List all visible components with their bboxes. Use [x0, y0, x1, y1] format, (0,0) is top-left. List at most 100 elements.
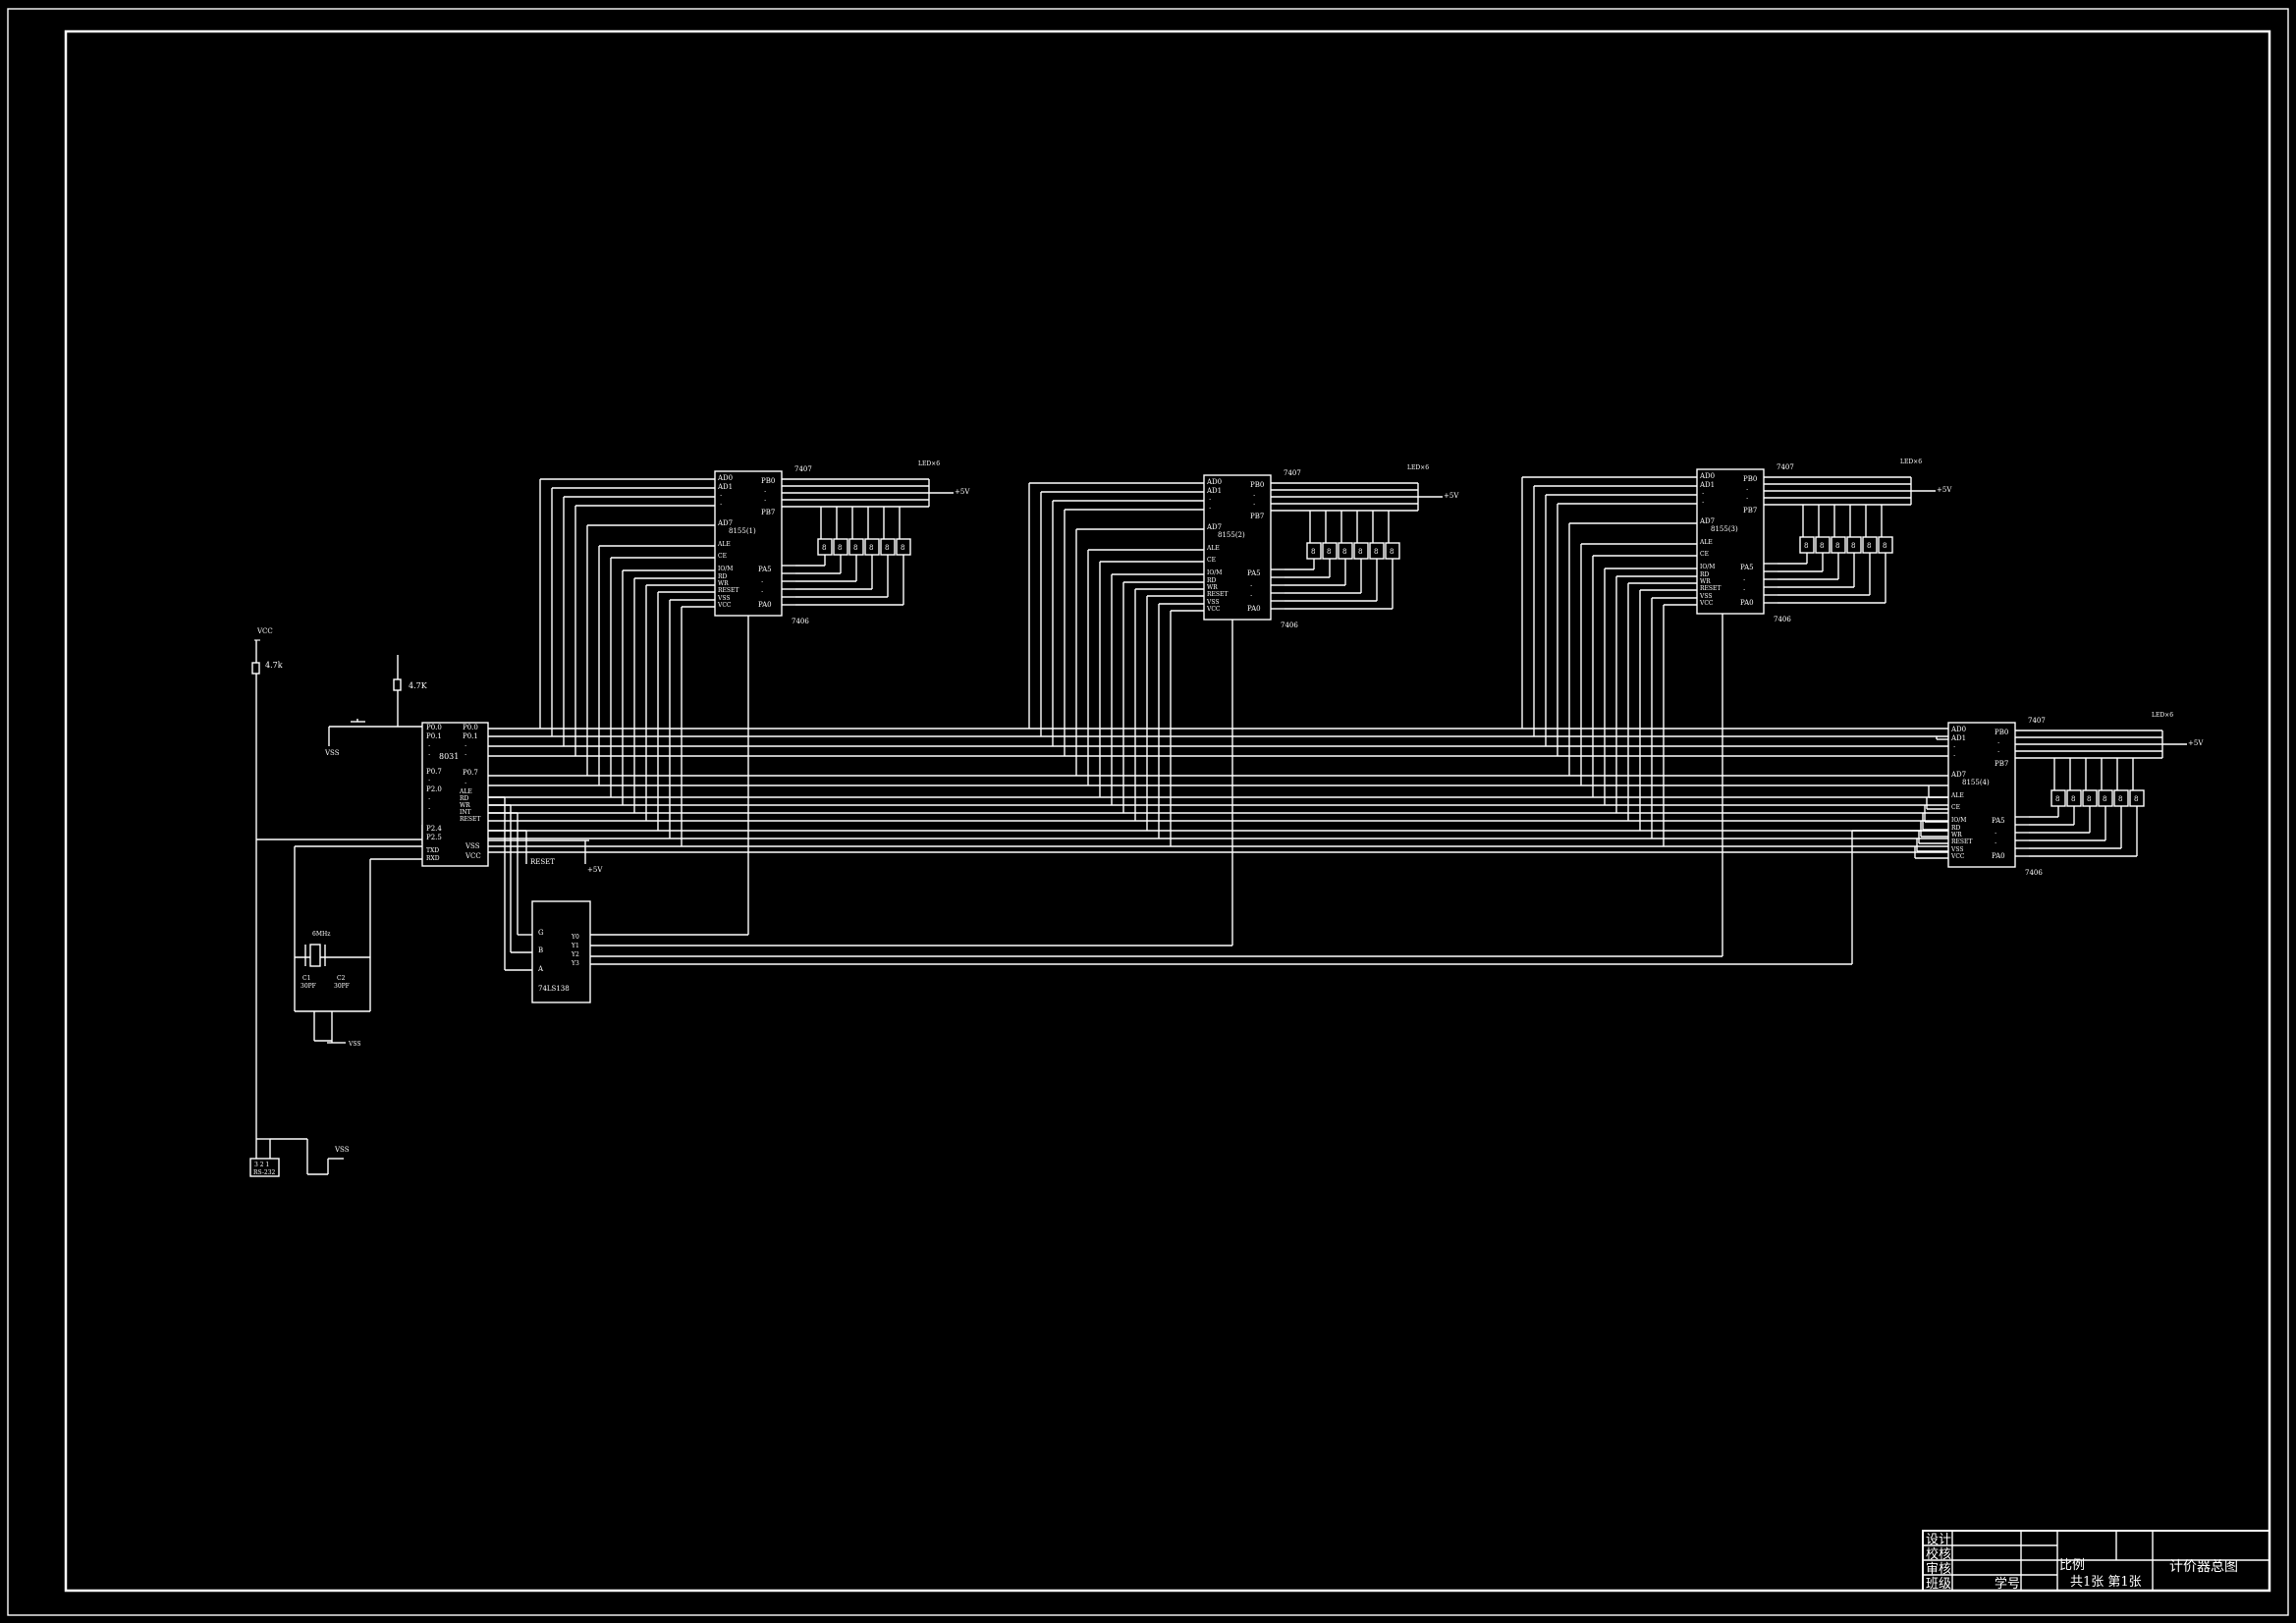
- io-chip-body: [714, 470, 783, 617]
- io-chip-8155-1: AD0 AD1 · · AD7 ALE CE IO/M RD WR RESET …: [714, 460, 970, 625]
- supply-label: +5V: [1937, 486, 1952, 494]
- digit: 8: [2103, 795, 2106, 803]
- decoder-pin: Y1: [571, 943, 579, 949]
- digit: 8: [2134, 795, 2138, 803]
- mcu-pin: P2.4: [426, 825, 442, 833]
- mcu-pin: ALE: [459, 788, 472, 795]
- mcu-pin: P0.7: [426, 768, 442, 776]
- chip-pin: AD7: [1950, 771, 1966, 779]
- chip-pin: CE: [1207, 557, 1216, 564]
- chip-pin: PA5: [1992, 817, 2005, 825]
- chip-pin: ·: [1209, 496, 1211, 504]
- mcu-pin: ·: [428, 751, 430, 759]
- chip-pin: PB0: [1743, 475, 1757, 483]
- digit: 8: [1327, 548, 1331, 556]
- chip-pin: ·: [1995, 839, 1996, 847]
- digit-row: 8 8 8 8 8 8: [1799, 536, 1893, 554]
- title-role: 设计: [1926, 1533, 1951, 1547]
- digit: 8: [1374, 548, 1378, 556]
- decoder-pin: G: [538, 929, 544, 937]
- mcu-pin: ·: [428, 742, 430, 750]
- display-label: LED×6: [2152, 712, 2173, 719]
- connector-name: RS-232: [253, 1169, 276, 1176]
- digit: 8: [853, 544, 857, 552]
- digit: 8: [1835, 542, 1839, 550]
- chip-pin: RESET: [718, 587, 738, 594]
- serial-connector: [249, 1158, 280, 1177]
- digit: 8: [1851, 542, 1855, 550]
- digit: 8: [1867, 542, 1871, 550]
- digit: 8: [2087, 795, 2091, 803]
- mcu-name: 8031: [439, 752, 459, 761]
- decoder-pin: A: [537, 965, 544, 973]
- mcu-pin: P0.1: [426, 732, 442, 740]
- chip-pin: VCC: [1206, 606, 1221, 613]
- mcu-pin: ·: [465, 780, 466, 787]
- title-role: 校核: [1926, 1546, 1951, 1562]
- chip-pin: ALE: [1950, 792, 1964, 799]
- title-sheet-count: 共1张 第1张: [2070, 1575, 2142, 1590]
- reset-net-label: RESET: [530, 858, 555, 866]
- decoder-body: [531, 900, 591, 1003]
- mcu-pin: RD: [460, 795, 469, 802]
- vss-reset-label: VSS: [324, 749, 340, 757]
- crystal-label: 6MHz: [312, 931, 330, 938]
- chip-pin: ·: [1253, 492, 1255, 500]
- decoder-name: 74LS138: [538, 985, 570, 993]
- chip-pin: WR: [1207, 584, 1218, 591]
- chip-pin: ·: [1250, 592, 1252, 600]
- chip-pin: ·: [1250, 582, 1252, 590]
- chip-pin: PB7: [761, 509, 775, 516]
- supply-label: +5V: [955, 488, 970, 496]
- chip-pin: VSS: [717, 595, 730, 602]
- chip-pin: AD1: [1950, 734, 1966, 742]
- display-label: LED×6: [918, 460, 940, 467]
- c1-label: C1: [302, 975, 310, 982]
- chip-pin: AD7: [1206, 523, 1222, 531]
- digit: 8: [822, 544, 826, 552]
- outer-frame: [7, 8, 2289, 1616]
- chip-pin: AD0: [1950, 726, 1966, 733]
- chip-pin: RD: [1951, 825, 1961, 832]
- chip-pin: RESET: [1951, 839, 1972, 845]
- mcu-pin: ·: [465, 751, 466, 759]
- mcu-pin: ·: [428, 805, 430, 813]
- chip-pin: ·: [1953, 743, 1955, 751]
- chip-pin: ·: [761, 578, 763, 586]
- chip-pin: IO/M: [1207, 569, 1222, 576]
- chip-pin: VSS: [1206, 599, 1219, 606]
- chip-pin: ·: [764, 488, 766, 496]
- mcu-pin: ·: [428, 777, 430, 784]
- chip-pin: PB7: [1995, 760, 2008, 768]
- chip-pin: ALE: [717, 541, 731, 548]
- chip-pin: WR: [718, 580, 729, 587]
- chip-pin: ·: [720, 492, 722, 500]
- connector-pins: 3 2 1: [254, 1162, 269, 1168]
- chip-pin: ·: [1702, 490, 1704, 498]
- mcu-pin: P0.0: [463, 724, 478, 731]
- title-scale-label: 比例: [2059, 1558, 2085, 1573]
- io-chip-body: [1947, 722, 2016, 868]
- vss-xtal-label: VSS: [348, 1041, 360, 1048]
- io-chip-body: [1203, 474, 1272, 621]
- mcu-pin: P0.1: [463, 732, 478, 740]
- title-drawing-name: 计价器总图: [2169, 1559, 2238, 1575]
- mcu-pin: RXD: [426, 855, 440, 862]
- chip-name: 8155(1): [729, 527, 756, 535]
- chip-pin: PA5: [758, 566, 772, 573]
- mcu-body: [421, 722, 489, 867]
- chip-pin: PA0: [758, 601, 772, 609]
- wiring: [488, 476, 2187, 971]
- mcu-pin: ·: [428, 795, 430, 803]
- mcu-pin: P2.0: [426, 785, 442, 793]
- digit: 8: [2071, 795, 2075, 803]
- digit: 8: [885, 544, 889, 552]
- chip-pin: AD7: [1699, 517, 1715, 525]
- chip-pin: PA5: [1740, 564, 1754, 571]
- title-role: 班级: [1926, 1577, 1951, 1592]
- decoder-pin: Y3: [571, 960, 579, 967]
- chip-pin: ·: [1743, 586, 1745, 594]
- c2-label: C2: [337, 975, 346, 982]
- chip-pin: AD7: [717, 519, 733, 527]
- chip-pin: WR: [1951, 832, 1962, 839]
